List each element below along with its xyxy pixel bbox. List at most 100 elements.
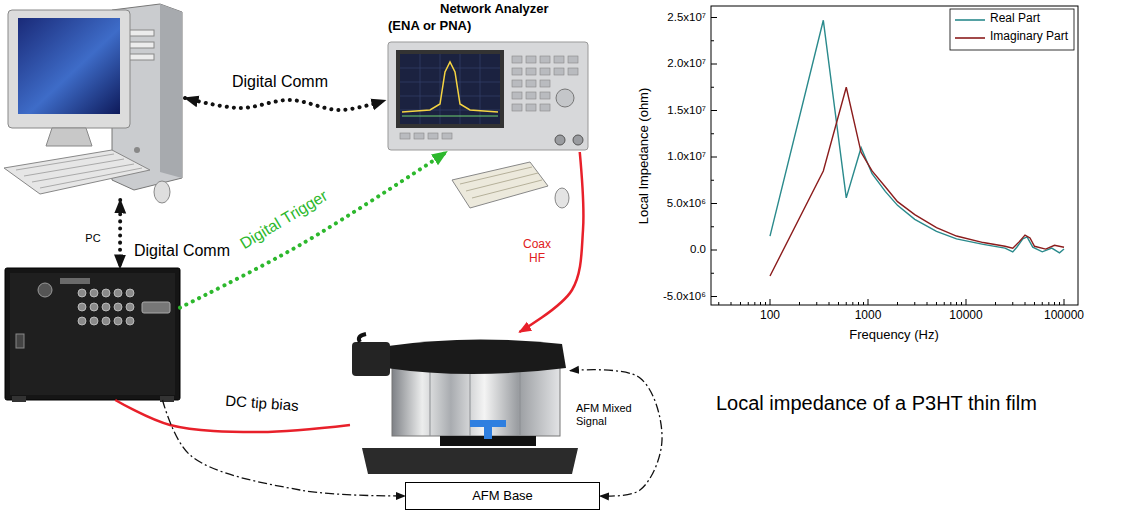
network-analyzer-illustration-part-part xyxy=(526,80,536,87)
tick-label: 1000 xyxy=(788,309,948,323)
data-curve xyxy=(770,87,1064,276)
axis-ticks-part xyxy=(852,302,853,305)
legend-box xyxy=(950,9,1074,50)
controller-illustration-part-part xyxy=(78,289,86,297)
network-analyzer-illustration-part-part xyxy=(400,133,410,139)
afm-base-box: AFM Base xyxy=(405,482,600,510)
network-analyzer-illustration-part xyxy=(555,135,565,145)
legend-lines xyxy=(955,20,985,38)
network-analyzer-illustration-part-part xyxy=(554,68,564,75)
node-label: AFM Base xyxy=(472,489,533,504)
axis-ticks-part xyxy=(956,302,957,305)
pc-illustration-part xyxy=(4,150,150,194)
axis-ticks xyxy=(711,18,1064,306)
network-analyzer-illustration-part-part xyxy=(540,80,550,87)
controller-illustration xyxy=(5,268,180,402)
node-label: AFM Mixed Signal xyxy=(576,402,646,427)
axis-ticks-part xyxy=(711,250,717,251)
connector xyxy=(118,200,122,268)
axis-ticks-part xyxy=(711,226,714,227)
network-analyzer-illustration-part-part xyxy=(414,133,424,139)
connector-layer-part xyxy=(115,98,662,496)
network-analyzer-illustration-part-part xyxy=(540,92,550,99)
edge-label: Digital Comm xyxy=(232,73,328,91)
axis-ticks-part xyxy=(740,302,741,305)
keyboard-mouse-part xyxy=(555,188,569,208)
network-analyzer-illustration-part xyxy=(573,135,583,145)
axis-ticks-part xyxy=(711,40,714,41)
afm-illustration xyxy=(352,334,578,474)
network-analyzer-illustration-part-part xyxy=(512,92,522,99)
caption: Local impedance of a P3HT thin film xyxy=(716,392,1037,415)
controller-illustration-part xyxy=(10,273,175,395)
edge-label: DC tip bias xyxy=(225,392,299,414)
axis-ticks-part xyxy=(1025,302,1026,305)
edge-label: Coax HF xyxy=(520,238,554,266)
afm-illustration-part xyxy=(362,448,578,474)
axis-ticks-part xyxy=(711,133,714,134)
afm-illustration-part xyxy=(470,420,506,427)
axis-ticks-part xyxy=(770,299,771,305)
tick-label: 2.5x10⁷ xyxy=(586,11,706,24)
tick-label: 100000 xyxy=(984,309,1131,323)
computer: PC xyxy=(0,0,185,200)
controller-illustration-part xyxy=(38,283,52,297)
keyboard-mouse-part xyxy=(452,162,548,208)
pc-illustration-part xyxy=(154,181,170,203)
controller-illustration-part-part xyxy=(78,303,86,311)
tick-label: 1.0x10⁷ xyxy=(586,150,706,163)
legend-label: Real Part xyxy=(990,12,1040,26)
edge-label: Digital Trigger xyxy=(237,187,331,254)
network-analyzer-illustration-part-part xyxy=(540,56,550,63)
controller-illustration-part-part xyxy=(126,317,134,325)
afm-illustration-part xyxy=(484,427,492,439)
controller-illustration-part-part xyxy=(126,289,134,297)
controller-illustration-part-part xyxy=(102,289,110,297)
connector xyxy=(185,98,385,110)
network-analyzer-illustration-part xyxy=(400,56,578,139)
axis-ticks-part xyxy=(1012,302,1013,305)
pc-illustration-part xyxy=(16,154,142,188)
afm-head: AFM Mixed Signal xyxy=(350,332,570,475)
pc-illustration-part xyxy=(134,147,140,153)
afm-illustration-part xyxy=(352,342,390,376)
network-analyzer-illustration-part-part xyxy=(512,80,522,87)
tick-label: 1.5x10⁷ xyxy=(586,104,706,117)
axis-ticks-part xyxy=(711,87,714,88)
tick-label: 100 xyxy=(690,309,850,323)
tick-label: -5.0x10⁶ xyxy=(586,290,706,303)
axis-ticks-part xyxy=(711,273,714,274)
signal-line xyxy=(163,400,406,496)
axis-ticks-part xyxy=(760,302,761,305)
node-label: PC xyxy=(80,232,106,245)
node-label: (ENA or PNA) xyxy=(388,19,471,34)
controller-illustration-part-part xyxy=(102,303,110,311)
controller-illustration-part xyxy=(60,278,90,284)
network-analyzer-illustration-part xyxy=(556,89,574,107)
controller-illustration-part xyxy=(160,396,174,402)
axis-ticks-part xyxy=(711,17,717,18)
axis-ticks-part xyxy=(914,302,915,305)
controller-illustration-part-part xyxy=(126,303,134,311)
network-analyzer-illustration-part xyxy=(402,116,498,117)
axis-ticks-part xyxy=(718,302,719,305)
controller-illustration-part-part xyxy=(90,289,98,297)
axis-ticks-part xyxy=(838,302,839,305)
pc-illustration-part xyxy=(18,18,120,114)
axis-ticks-part xyxy=(961,302,962,305)
legend-label: Imaginary Part xyxy=(990,30,1068,44)
axis-ticks-part xyxy=(868,299,869,305)
tick-label: 5.0x10⁶ xyxy=(586,197,706,210)
network-analyzer-illustration-part-part xyxy=(442,133,452,139)
network-analyzer-illustration xyxy=(388,42,588,150)
axis-ticks-part xyxy=(1059,302,1060,305)
axis-ticks-part xyxy=(1042,302,1043,305)
axis-ticks-part xyxy=(731,302,732,305)
axis-ticks-part xyxy=(936,302,937,305)
axis-ticks-part xyxy=(1054,302,1055,305)
axis-ticks-part xyxy=(966,299,967,305)
controller-illustration-part xyxy=(16,334,24,348)
